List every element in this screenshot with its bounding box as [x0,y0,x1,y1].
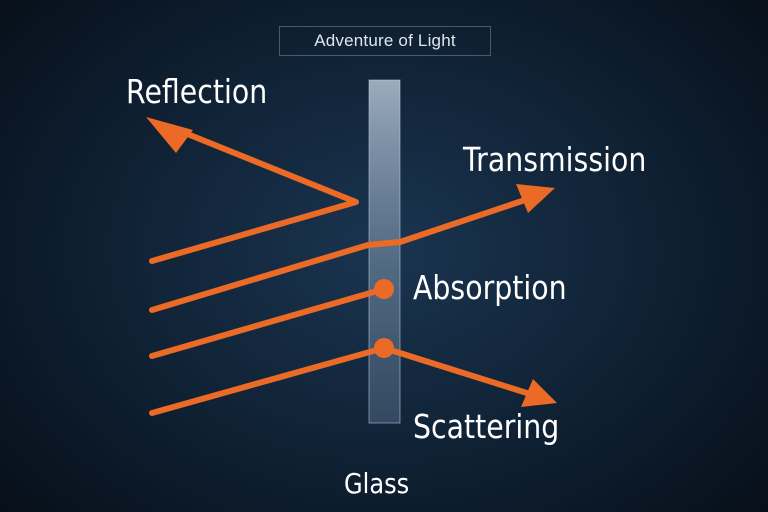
transmission-arrowhead [516,184,555,213]
reflection-arrowhead [146,117,193,153]
scattering-point [374,338,394,358]
scattering-arrowhead [521,379,557,407]
glass-panel [368,79,401,424]
diagram-title: Adventure of Light [279,26,491,56]
absorption-point [374,279,394,299]
absorption-label: Absorption [413,268,567,307]
scattering-ray [149,345,533,416]
transmission-ray [149,196,531,313]
reflection-label: Reflection [126,72,268,111]
glass-label: Glass [344,467,410,500]
transmission-label: Transmission [463,140,647,179]
scattering-label: Scattering [413,407,560,446]
reflection-ray [149,124,359,264]
absorption-ray [149,286,387,359]
